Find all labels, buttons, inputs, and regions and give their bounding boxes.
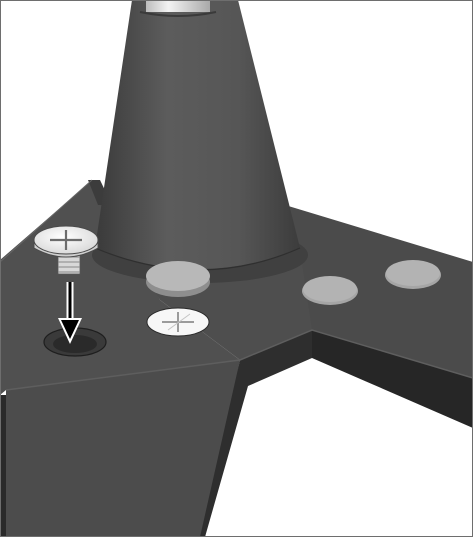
right-leg-side-face (312, 330, 473, 428)
empty-screw-hole (43, 327, 107, 357)
front-leg-side-face (0, 395, 6, 537)
right-pad-1 (302, 276, 358, 305)
loose-screw (33, 225, 99, 275)
pole (146, 0, 210, 12)
base-edge-line-2 (0, 179, 93, 263)
base-edge-line (5, 329, 473, 391)
installed-screw (146, 307, 210, 337)
center-column (95, 0, 300, 269)
insert-direction-arrow (58, 282, 82, 344)
front-leg-top-face (6, 360, 240, 537)
right-pad-2 (385, 260, 441, 289)
pole-rim (139, 11, 217, 17)
center-pad (146, 261, 210, 297)
front-leg-right-side (200, 330, 312, 537)
